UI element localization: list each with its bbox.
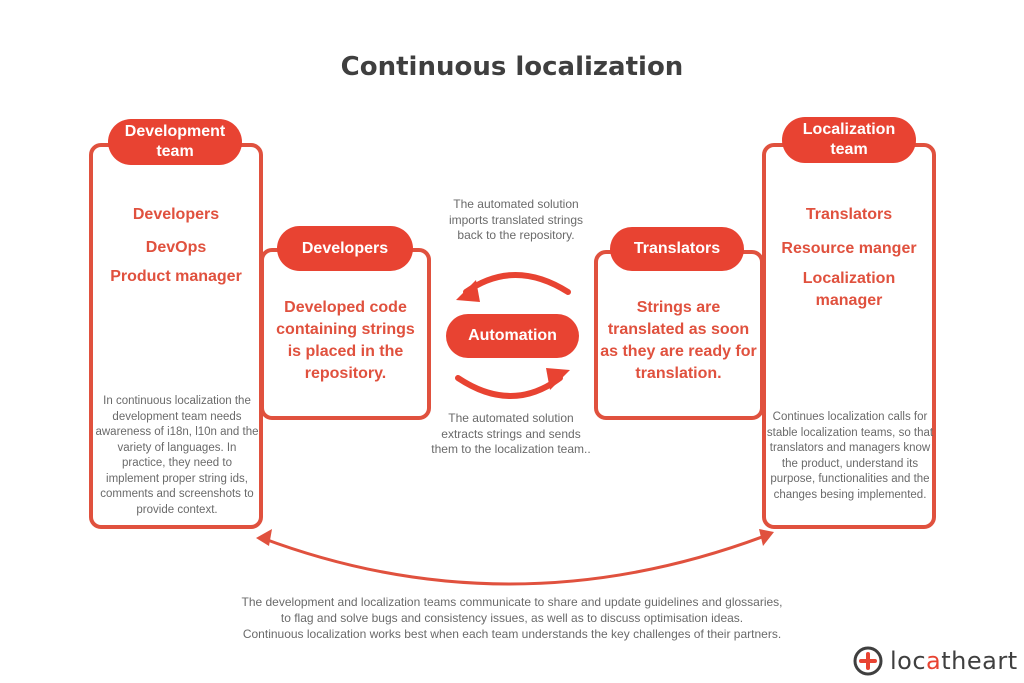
developers-box [260, 248, 431, 420]
communication-arrowhead-right-icon [759, 529, 774, 546]
communication-arrowhead-left-icon [256, 529, 272, 546]
developers-text: Developed code containing strings is pla… [276, 299, 415, 382]
dev-role-developers: Developers [132, 206, 220, 223]
loc-role-localization-manager: Localization manager [802, 270, 896, 309]
footer-line-1: The development and localization teams c… [241, 595, 783, 609]
loc-role-resource-manager: Resource manger [781, 240, 917, 257]
export-arrowhead-icon [546, 368, 570, 390]
dev-role-devops: DevOps [145, 239, 207, 256]
localization-team-label: Localization team [782, 117, 916, 163]
import-arrowhead-icon [456, 280, 480, 302]
locatheart-logo: locatheart [852, 644, 1018, 678]
logo-text: locatheart [890, 647, 1018, 675]
import-arrow-icon [463, 272, 571, 295]
footer-line-3: Continuous localization works best when … [242, 627, 782, 641]
loc-role-translators: Translators [805, 206, 893, 223]
development-team-label: Development team [108, 119, 242, 165]
development-team-box [89, 143, 263, 529]
developers-label: Developers [277, 226, 413, 271]
automation-bottom-note: The automated solution extracts strings … [431, 411, 591, 456]
dev-team-description: In continuous localization the developme… [95, 395, 259, 516]
logo-plus-icon [853, 646, 883, 676]
translators-box [594, 250, 764, 420]
page-title: Continuous localization [340, 52, 684, 82]
dev-role-product-manager: Product manager [110, 268, 242, 285]
localization-team-box [762, 143, 936, 529]
export-arrow-icon [455, 375, 563, 399]
translators-label: Translators [610, 227, 744, 271]
loc-team-description: Continues localization calls for stable … [766, 411, 934, 501]
automation-top-note: The automated solution imports translate… [448, 197, 584, 242]
automation-label: Automation [446, 314, 579, 358]
communication-arrow-icon [260, 532, 772, 586]
footer-line-2: to flag and solve bugs and consistency i… [280, 611, 744, 625]
translators-text: Strings are translated as soon as they a… [600, 299, 757, 382]
